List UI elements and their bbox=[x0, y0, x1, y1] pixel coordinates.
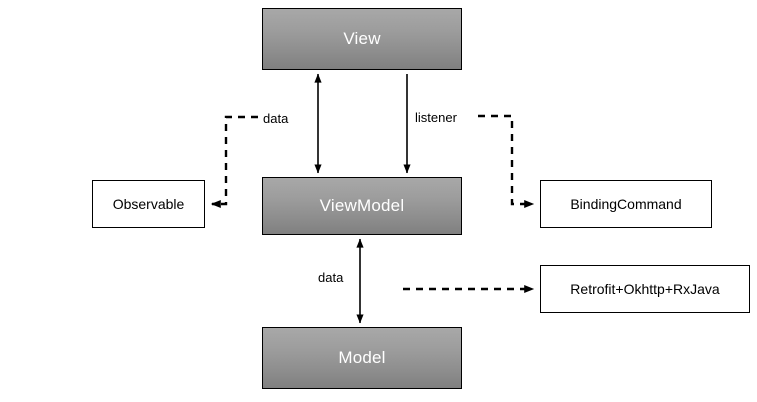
edge-label-data-mid: data bbox=[318, 270, 344, 285]
edge-label-data-left: data bbox=[263, 111, 289, 126]
node-observable[interactable]: Observable bbox=[92, 180, 205, 228]
edge-view-bindingcommand bbox=[478, 114, 535, 208]
edge-viewmodel-observable-data bbox=[210, 115, 258, 208]
node-model-label: Model bbox=[338, 348, 386, 367]
node-view-label: View bbox=[343, 29, 381, 48]
node-viewmodel[interactable]: ViewModel bbox=[262, 177, 462, 235]
node-retrofit-label: Retrofit+Okhttp+RxJava bbox=[570, 281, 720, 297]
edge-label-listener: listener bbox=[415, 110, 457, 125]
node-view[interactable]: View bbox=[262, 8, 462, 70]
node-retrofit[interactable]: Retrofit+Okhttp+RxJava bbox=[540, 265, 750, 313]
node-observable-label: Observable bbox=[112, 196, 185, 212]
node-viewmodel-label: ViewModel bbox=[319, 196, 405, 215]
node-bindingcommand-label: BindingCommand bbox=[570, 196, 682, 212]
node-bindingcommand[interactable]: BindingCommand bbox=[540, 180, 712, 228]
node-model[interactable]: Model bbox=[262, 327, 462, 389]
